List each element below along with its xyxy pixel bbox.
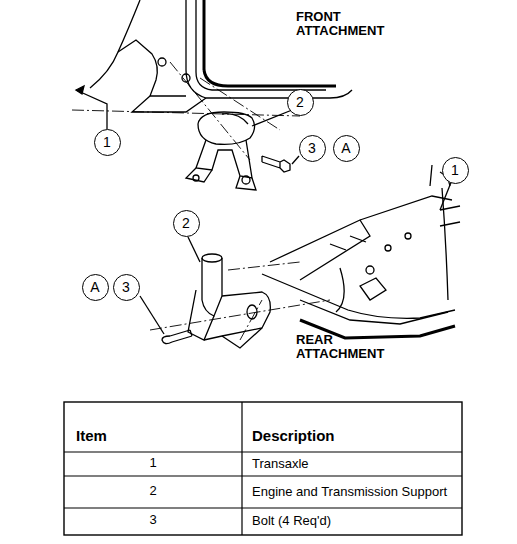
table-cell: Bolt (4 Req'd): [252, 514, 452, 528]
callout-circle: 3: [299, 135, 326, 162]
callout-number: 3: [308, 141, 316, 155]
callout-circle: A: [333, 135, 360, 162]
callout-number: 1: [451, 163, 459, 177]
table-cell: Transaxle: [252, 457, 452, 471]
table-header: Item: [76, 428, 226, 445]
view-title: REAR ATTACHMENT: [296, 333, 406, 362]
view-title: FRONT ATTACHMENT: [296, 10, 406, 39]
table-header: Description: [252, 428, 452, 445]
callout-circle: 2: [173, 210, 200, 237]
table-cell: 2: [70, 484, 236, 498]
table-cell: 1: [70, 456, 236, 470]
table-cell: 3: [70, 513, 236, 527]
callout-number: 3: [122, 280, 130, 294]
callout-circle: 2: [287, 89, 314, 116]
callout-number: 2: [182, 216, 190, 230]
callout-number: 2: [296, 95, 304, 109]
table-cell: Engine and Transmission Support: [252, 485, 452, 499]
callout-circle: A: [82, 274, 109, 301]
callout-circle: 1: [442, 157, 469, 184]
callout-number: A: [90, 280, 99, 294]
callout-circle: 1: [94, 129, 121, 156]
callout-number: 1: [103, 135, 111, 149]
callout-number: A: [341, 141, 350, 155]
callout-circle: 3: [113, 274, 140, 301]
